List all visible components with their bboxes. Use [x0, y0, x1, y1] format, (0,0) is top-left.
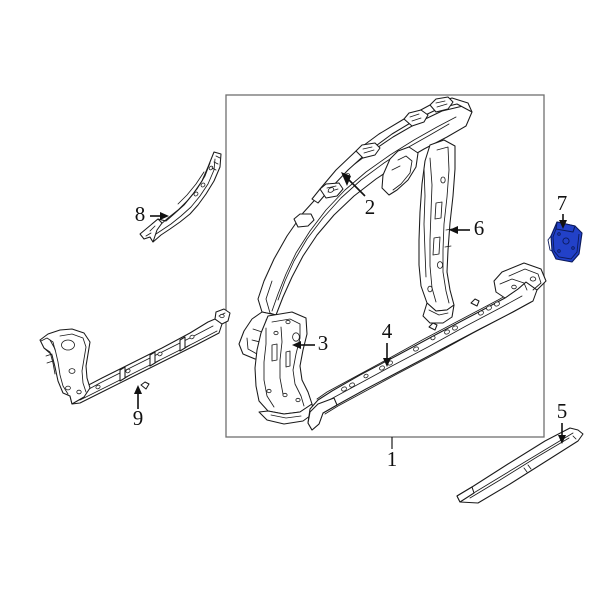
- part-hinge-pillar-reinforcement[interactable]: [254, 311, 315, 425]
- leader-9: [134, 385, 142, 409]
- callout-label-3: 3: [318, 331, 329, 355]
- leader-5: [558, 423, 566, 444]
- leader-8: [150, 212, 169, 220]
- part-inner-rocker-panel[interactable]: [39, 308, 231, 405]
- callout-label-2: 2: [365, 195, 376, 219]
- callout-label-7: 7: [557, 191, 568, 215]
- part-rocker-outer-molding[interactable]: [456, 427, 584, 504]
- leader-3: [292, 341, 315, 349]
- callout-label-9: 9: [133, 406, 144, 430]
- callout-label-4: 4: [382, 319, 393, 343]
- leader-7: [559, 214, 567, 229]
- callout-label-5: 5: [557, 399, 568, 423]
- leader-2: [341, 172, 366, 197]
- callout-label-1: 1: [387, 447, 398, 471]
- callout-label-6: 6: [474, 216, 485, 240]
- callout-label-8: 8: [135, 202, 146, 226]
- part-rocker-panel-reinforcement[interactable]: [307, 262, 547, 431]
- leader-6: [449, 226, 470, 234]
- part-upper-pillar-bracket[interactable]: [139, 151, 222, 243]
- leader-4: [383, 343, 391, 367]
- assembly-group-box: [225, 94, 545, 438]
- part-center-pillar-reinforcement[interactable]: [418, 139, 456, 324]
- part-pillar-mounting-bracket[interactable]: [547, 221, 583, 263]
